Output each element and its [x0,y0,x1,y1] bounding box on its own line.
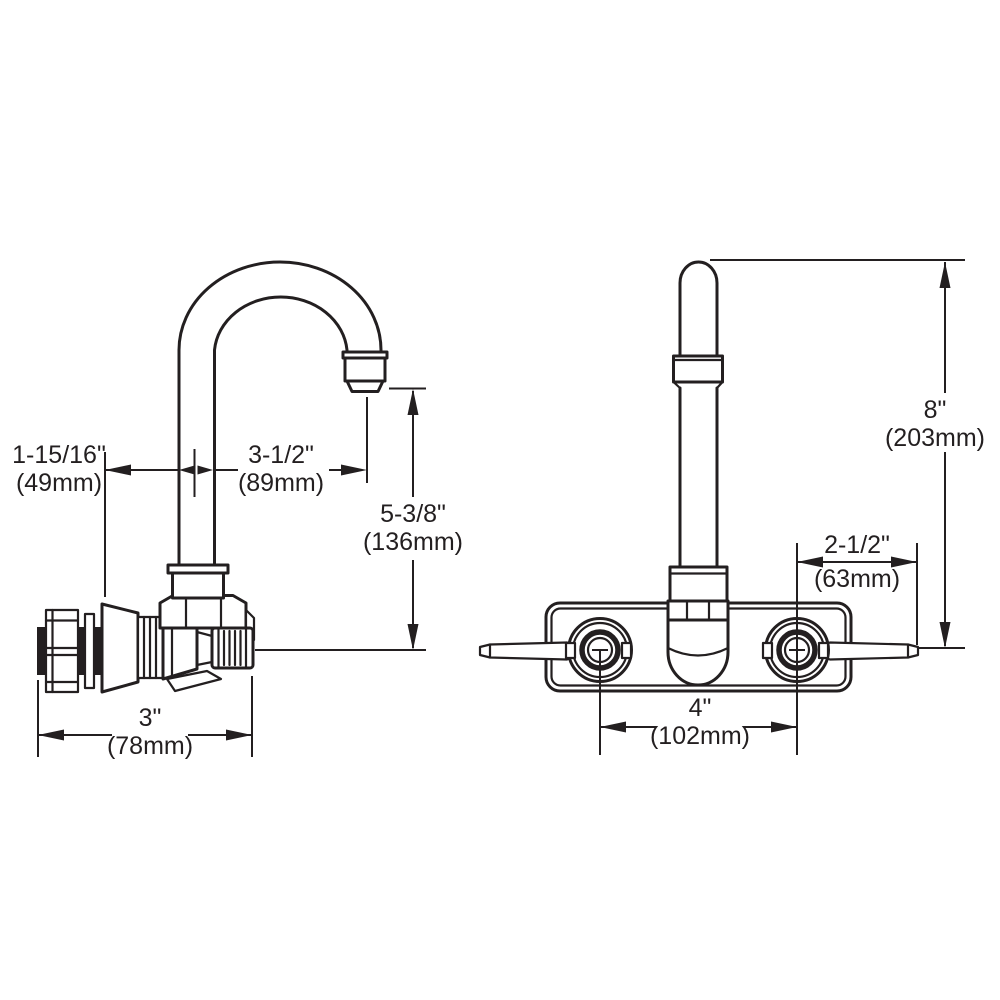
left-handle [478,617,633,683]
spout-base-collar [166,563,230,600]
handle-swing-metric: (63mm) [813,565,901,593]
body-length-metric: (78mm) [106,732,194,760]
right-lever [816,641,920,661]
faucet-centers-inches: 4" [688,694,712,722]
escutcheon-cone [100,602,140,694]
spout-drop-metric: (136mm) [362,528,463,556]
side-view [37,260,389,694]
label-faucet-centers: 4" (102mm) [640,694,760,750]
riser-collar [672,354,724,390]
lower-boss [165,669,223,693]
faucet-centers-metric: (102mm) [649,722,750,750]
label-wall-offset: 1-15/16" (49mm) [9,441,109,497]
wall-washer [83,612,96,690]
lock-nut [44,608,80,694]
dim-body-length [37,676,253,757]
outlet-knob [210,626,255,670]
base-bell [666,618,730,687]
overall-height-metric: (203mm) [884,424,985,452]
right-tab [620,641,633,660]
spout-base [666,565,730,687]
base-hex-nut [666,599,730,622]
wall-offset-metric: (49mm) [15,469,103,497]
spout-drop-inches: 5-3/8" [380,500,446,528]
aerator [341,350,389,393]
left-tab [564,641,577,660]
dim-overall-height [710,259,965,649]
wall-mount-hardware [37,608,102,694]
label-body-length: 3" (78mm) [90,704,210,760]
front-view [478,260,920,693]
taper [195,630,214,667]
spout-reach-inches: 3-1/2" [248,441,314,469]
dim-spout-drop [255,387,426,651]
riser-coupling [668,565,729,603]
label-spout-reach: 3-1/2" (89mm) [221,441,341,497]
handle-swing-inches: 2-1/2" [824,531,890,559]
label-spout-drop: 5-3/8" (136mm) [351,500,475,556]
gooseneck-spout [166,260,389,600]
valve-body [100,594,256,694]
dimension-annotations [37,259,965,757]
overall-height-inches: 8" [923,396,947,424]
label-handle-swing: 2-1/2" (63mm) [798,531,916,593]
dim-wall-offset [104,449,196,597]
right-handle [761,617,920,683]
wall-offset-inches: 1-15/16" [12,441,106,469]
label-overall-height: 8" (203mm) [873,396,997,452]
riser-tube [672,260,724,569]
dim-spout-reach [197,397,368,483]
spout-reach-metric: (89mm) [237,469,325,497]
body-length-inches: 3" [138,704,162,732]
left-lever [478,641,581,661]
dim-faucet-centers [592,649,805,755]
